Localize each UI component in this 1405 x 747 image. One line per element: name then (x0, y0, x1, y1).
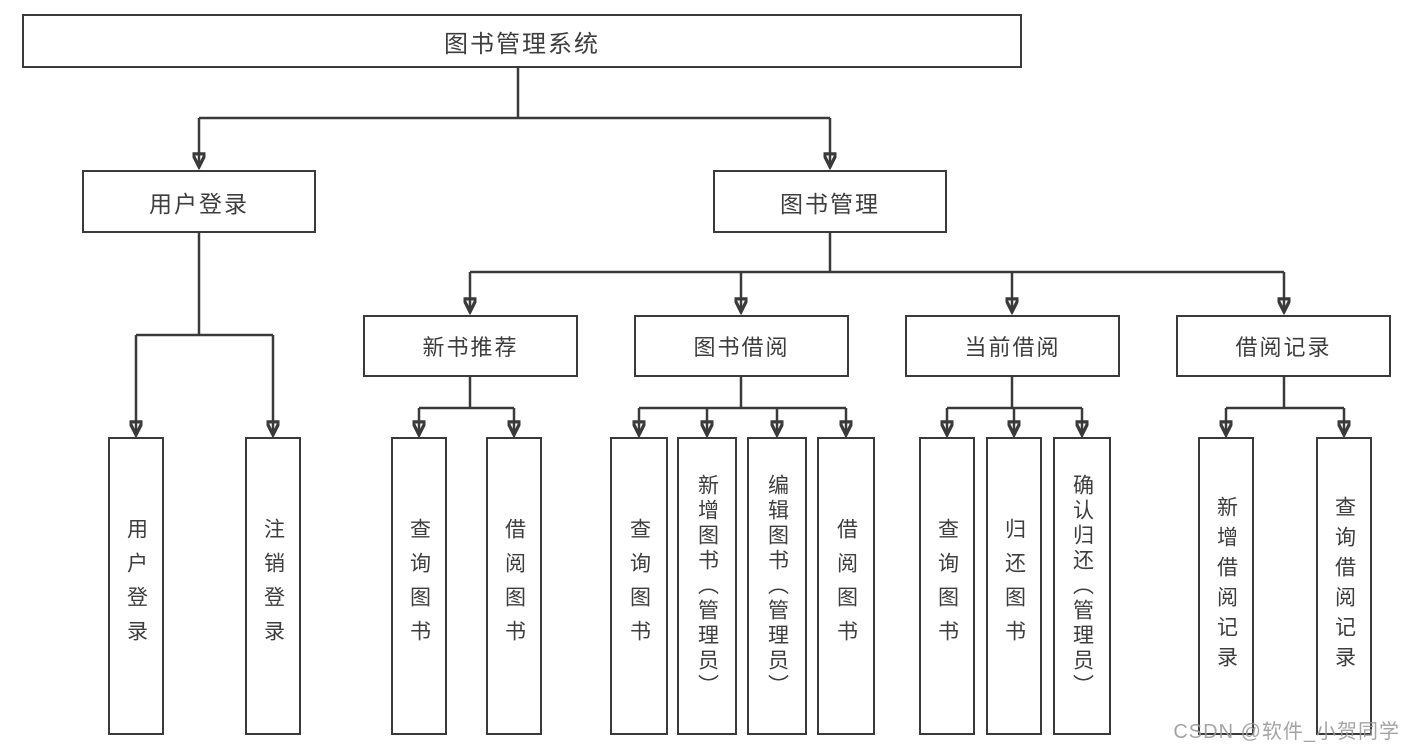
node-leaf-borrow-books-2: 借阅图书 (817, 437, 875, 735)
node-leaf-logout: 注销登录 (245, 437, 301, 735)
node-leaf-query-borrow-record: 查询借阅记录 (1316, 437, 1372, 735)
node-borrowing-records: 借阅记录 (1176, 315, 1391, 377)
node-leaf-user-login: 用户登录 (108, 437, 164, 735)
node-leaf-confirm-return-admin: 确认归还（管理员） (1053, 437, 1111, 735)
node-leaf-add-borrow-record: 新增借阅记录 (1198, 437, 1254, 735)
node-book-management: 图书管理 (713, 170, 947, 233)
node-leaf-add-books-admin: 新增图书（管理员） (677, 437, 737, 735)
node-leaf-edit-books-admin: 编辑图书（管理员） (747, 437, 807, 735)
node-leaf-query-books-2: 查询图书 (610, 437, 668, 735)
node-library-management-system: 图书管理系统 (22, 14, 1022, 68)
node-new-book-recommend: 新书推荐 (363, 315, 578, 377)
node-leaf-query-books-3: 查询图书 (919, 437, 975, 735)
node-book-borrowing: 图书借阅 (634, 315, 849, 377)
node-current-borrowing: 当前借阅 (905, 315, 1120, 377)
watermark: CSDN @软件_小贺同学 (1173, 721, 1400, 743)
node-user-login: 用户登录 (82, 170, 316, 233)
node-leaf-query-books-1: 查询图书 (391, 437, 447, 735)
node-leaf-borrow-books-1: 借阅图书 (486, 437, 542, 735)
node-leaf-return-books: 归还图书 (986, 437, 1042, 735)
